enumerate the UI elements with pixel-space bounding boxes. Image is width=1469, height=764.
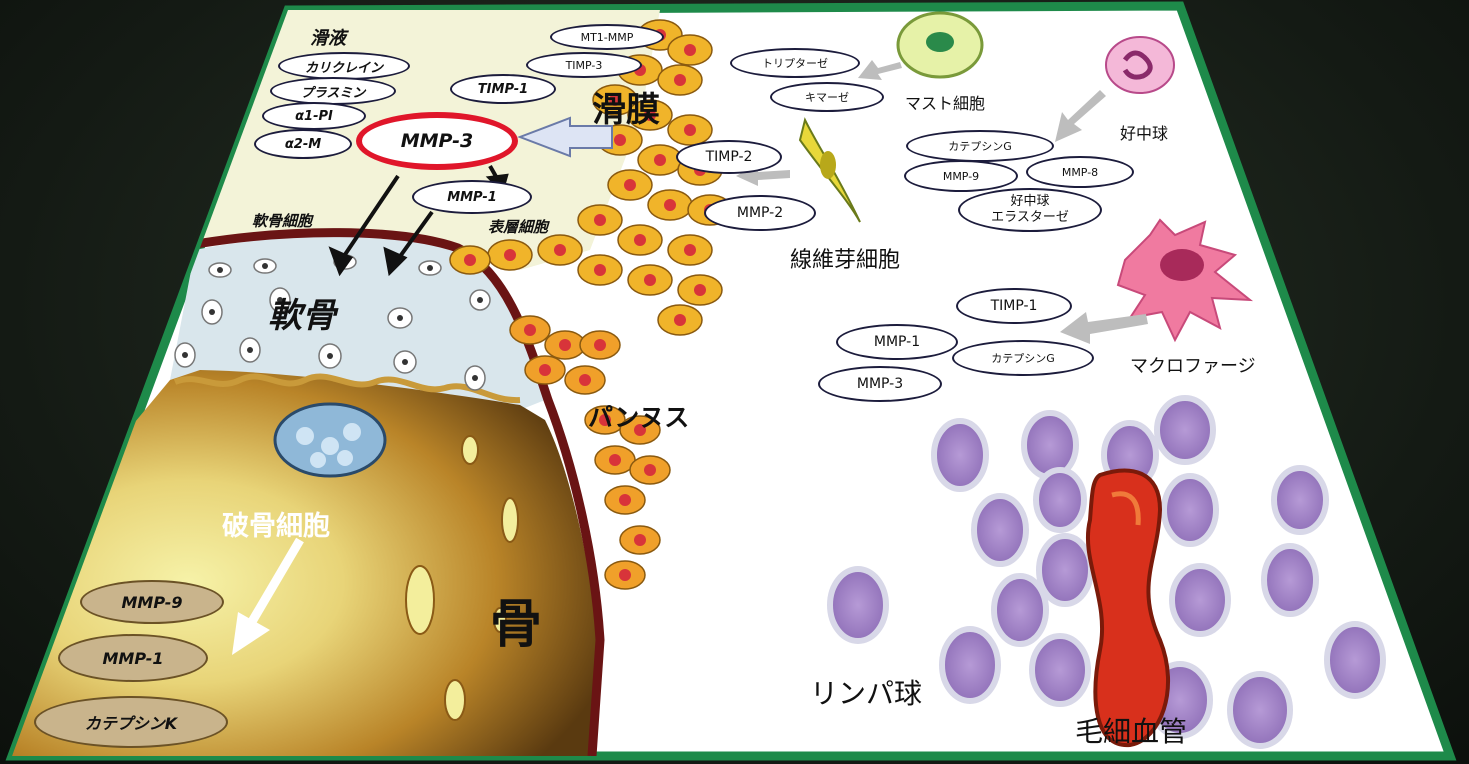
plasmin-pill: プラスミン bbox=[270, 77, 396, 105]
surface-cells-label: 表層細胞 bbox=[488, 216, 548, 237]
synovial-fluid-label: 滑液 bbox=[310, 24, 346, 50]
tryptase-pill: トリプターゼ bbox=[730, 48, 860, 78]
mmp9-osteoclast-pill: MMP-9 bbox=[80, 580, 224, 624]
osteoclast-label: 破骨細胞 bbox=[222, 504, 330, 543]
mmp9-neutrophil-pill: MMP-9 bbox=[904, 160, 1018, 192]
mmp3-macrophage-pill: MMP-3 bbox=[818, 366, 942, 402]
macrophage-label: マクロファージ bbox=[1130, 352, 1256, 378]
chymase-pill: キマーゼ bbox=[770, 82, 884, 112]
mmp2-pill: MMP-2 bbox=[704, 195, 816, 231]
cathepsin-k-pill: カテプシンK bbox=[34, 696, 228, 748]
pannus-label: パンヌス bbox=[588, 398, 689, 434]
alpha2-m-pill: α2-M bbox=[254, 129, 352, 159]
synovium-label: 滑膜 bbox=[592, 82, 660, 131]
timp1-macrophage-pill: TIMP-1 bbox=[956, 288, 1072, 324]
mmp8-pill: MMP-8 bbox=[1026, 156, 1134, 188]
neutrophil-elastase-pill: 好中球 エラスターゼ bbox=[958, 188, 1102, 232]
fibroblast-label: 線維芽細胞 bbox=[790, 242, 900, 274]
cathepsin-g-macrophage-pill: カテプシンG bbox=[952, 340, 1094, 376]
mast-cell-label: マスト細胞 bbox=[905, 90, 985, 114]
chondrocyte-label: 軟骨細胞 bbox=[252, 210, 312, 231]
timp3-pill: TIMP-3 bbox=[526, 52, 642, 78]
kallikrein-pill: カリクレイン bbox=[278, 52, 410, 80]
osteoclast-cell bbox=[275, 404, 385, 476]
alpha1-pi-pill: α1-PI bbox=[262, 102, 366, 130]
elastase-line-1: 好中球 bbox=[1010, 194, 1049, 210]
lymphocyte-label: リンパ球 bbox=[810, 672, 922, 712]
mast-cell bbox=[898, 13, 982, 77]
neutrophil-cell bbox=[1106, 37, 1174, 93]
mmp1-macrophage-pill: MMP-1 bbox=[836, 324, 958, 360]
cartilage-label: 軟骨 bbox=[268, 288, 336, 337]
bone-label: 骨 bbox=[490, 582, 542, 657]
mt1-mmp-pill: MT1-MMP bbox=[550, 24, 664, 50]
timp2-pill: TIMP-2 bbox=[676, 140, 782, 174]
cathepsin-g-neutrophil-pill: カテプシンG bbox=[906, 130, 1054, 162]
mmp1-synovium-pill: MMP-1 bbox=[412, 180, 532, 214]
mmp1-osteoclast-pill: MMP-1 bbox=[58, 634, 208, 682]
mmp3-highlight: MMP-3 bbox=[356, 112, 518, 170]
timp1-synovium-pill: TIMP-1 bbox=[450, 74, 556, 104]
capillary-label: 毛細血管 bbox=[1075, 710, 1187, 750]
elastase-line-2: エラスターゼ bbox=[991, 210, 1069, 226]
neutrophil-label: 好中球 bbox=[1120, 120, 1168, 144]
